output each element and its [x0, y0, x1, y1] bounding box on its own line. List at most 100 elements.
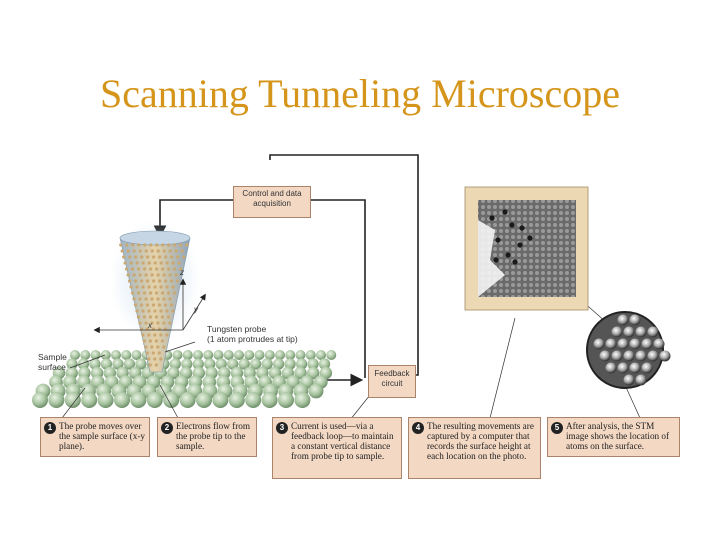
- probe-atom: [133, 303, 138, 307]
- probe-atom: [171, 261, 175, 265]
- probe-atom: [137, 267, 141, 271]
- zoom-atom: [653, 338, 665, 350]
- axis-y-label: y: [194, 305, 198, 314]
- surface-atom: [123, 358, 135, 370]
- probe-atom: [166, 315, 171, 319]
- probe-atom: [141, 333, 145, 337]
- probe-atom: [151, 351, 155, 355]
- surface-atom: [77, 358, 90, 370]
- probe-atom: [179, 243, 183, 247]
- probe-atom: [138, 273, 142, 277]
- probe-atom: [150, 345, 154, 349]
- probe-atom: [126, 273, 130, 277]
- probe-atom: [145, 303, 150, 307]
- feedback-box-label: Feedback circuit: [374, 369, 410, 388]
- probe-atom: [130, 291, 135, 295]
- surface-atom: [296, 358, 308, 370]
- probe-atom: [144, 249, 148, 253]
- probe-atom: [157, 279, 162, 283]
- probe-atom: [171, 309, 175, 313]
- probe-atom: [179, 267, 183, 271]
- probe-atom: [142, 291, 147, 295]
- probe-atom: [132, 297, 136, 301]
- zoom-atom: [629, 338, 641, 350]
- probe-atom: [163, 279, 168, 283]
- probe-atom: [126, 249, 130, 253]
- probe-atom: [165, 309, 169, 313]
- zoom-atom: [605, 362, 617, 374]
- probe-atom: [150, 321, 154, 325]
- probe-atom: [160, 291, 165, 295]
- probe-atom: [162, 321, 166, 325]
- probe-atom: [154, 291, 159, 295]
- surface-atom: [212, 392, 229, 408]
- surface-atom: [121, 350, 132, 360]
- surface-atom: [100, 350, 111, 360]
- probe-atom: [185, 243, 189, 247]
- zoom-atom: [611, 326, 623, 338]
- probe-atom: [173, 267, 177, 271]
- probe-atom: [125, 267, 129, 271]
- zoom-atom: [617, 362, 629, 374]
- probe-atom: [168, 249, 172, 253]
- sample-surface-atoms: [32, 350, 337, 408]
- probe-atom: [136, 291, 141, 295]
- probe-atom: [138, 321, 142, 325]
- probe-atom: [154, 339, 158, 343]
- probe-atom: [141, 285, 145, 289]
- probe-atom: [149, 243, 153, 247]
- stm-photo-spot: [527, 235, 533, 241]
- step-text: The probe moves over the sample surface …: [59, 421, 145, 451]
- probe-atom: [147, 309, 151, 313]
- probe-atom: [136, 315, 141, 319]
- axis-x-label: x: [148, 321, 152, 330]
- probe-atom: [154, 363, 158, 367]
- probe-atom: [163, 303, 168, 307]
- surface-atom: [80, 350, 91, 360]
- surface-atom: [179, 392, 196, 408]
- surface-atom: [89, 358, 101, 370]
- sample-surface-label: Sample surface: [38, 352, 67, 372]
- surface-atom: [169, 358, 181, 370]
- probe-atom: [132, 273, 136, 277]
- stm-photo-spot: [512, 259, 518, 265]
- surface-atom: [228, 392, 245, 408]
- probe-atom: [156, 273, 160, 277]
- probe-atom: [159, 333, 163, 337]
- probe-atom: [144, 345, 148, 349]
- probe-atom: [159, 357, 163, 361]
- probe-atom: [129, 261, 133, 265]
- surface-atom: [307, 358, 319, 370]
- probe-atom: [161, 243, 165, 247]
- surface-atom: [131, 350, 142, 360]
- surface-atom: [193, 350, 203, 360]
- probe-atom: [145, 279, 150, 283]
- probe-atom: [144, 321, 148, 325]
- probe-atom: [166, 291, 171, 295]
- probe-atom: [152, 255, 156, 259]
- probe-atom: [165, 261, 169, 265]
- step-3: 3 Current is used—via a feedback loop—to…: [272, 417, 402, 479]
- probe-atom: [148, 339, 152, 343]
- probe-atom: [155, 243, 159, 247]
- stm-photo-spot: [517, 242, 523, 248]
- probe-atom: [165, 285, 169, 289]
- zoom-atom: [617, 338, 629, 350]
- surface-atom: [135, 358, 147, 370]
- zoom-atom: [659, 350, 671, 362]
- stm-photo-spot: [519, 225, 525, 231]
- probe-atom: [153, 285, 157, 289]
- surface-atom: [234, 350, 244, 360]
- surface-atom: [181, 358, 193, 370]
- probe-atom: [167, 267, 171, 271]
- stm-photo-spot: [509, 222, 515, 228]
- probe-atom: [122, 255, 126, 259]
- surface-atom: [326, 350, 337, 360]
- surface-atom: [261, 358, 273, 370]
- probe-atom: [148, 291, 153, 295]
- probe-atom: [168, 273, 172, 277]
- zoom-atom: [641, 338, 653, 350]
- probe-atom: [159, 309, 163, 313]
- step-2: 2 Electrons flow from the probe tip to t…: [157, 417, 257, 457]
- feedback-circuit-box: Feedback circuit: [368, 365, 416, 398]
